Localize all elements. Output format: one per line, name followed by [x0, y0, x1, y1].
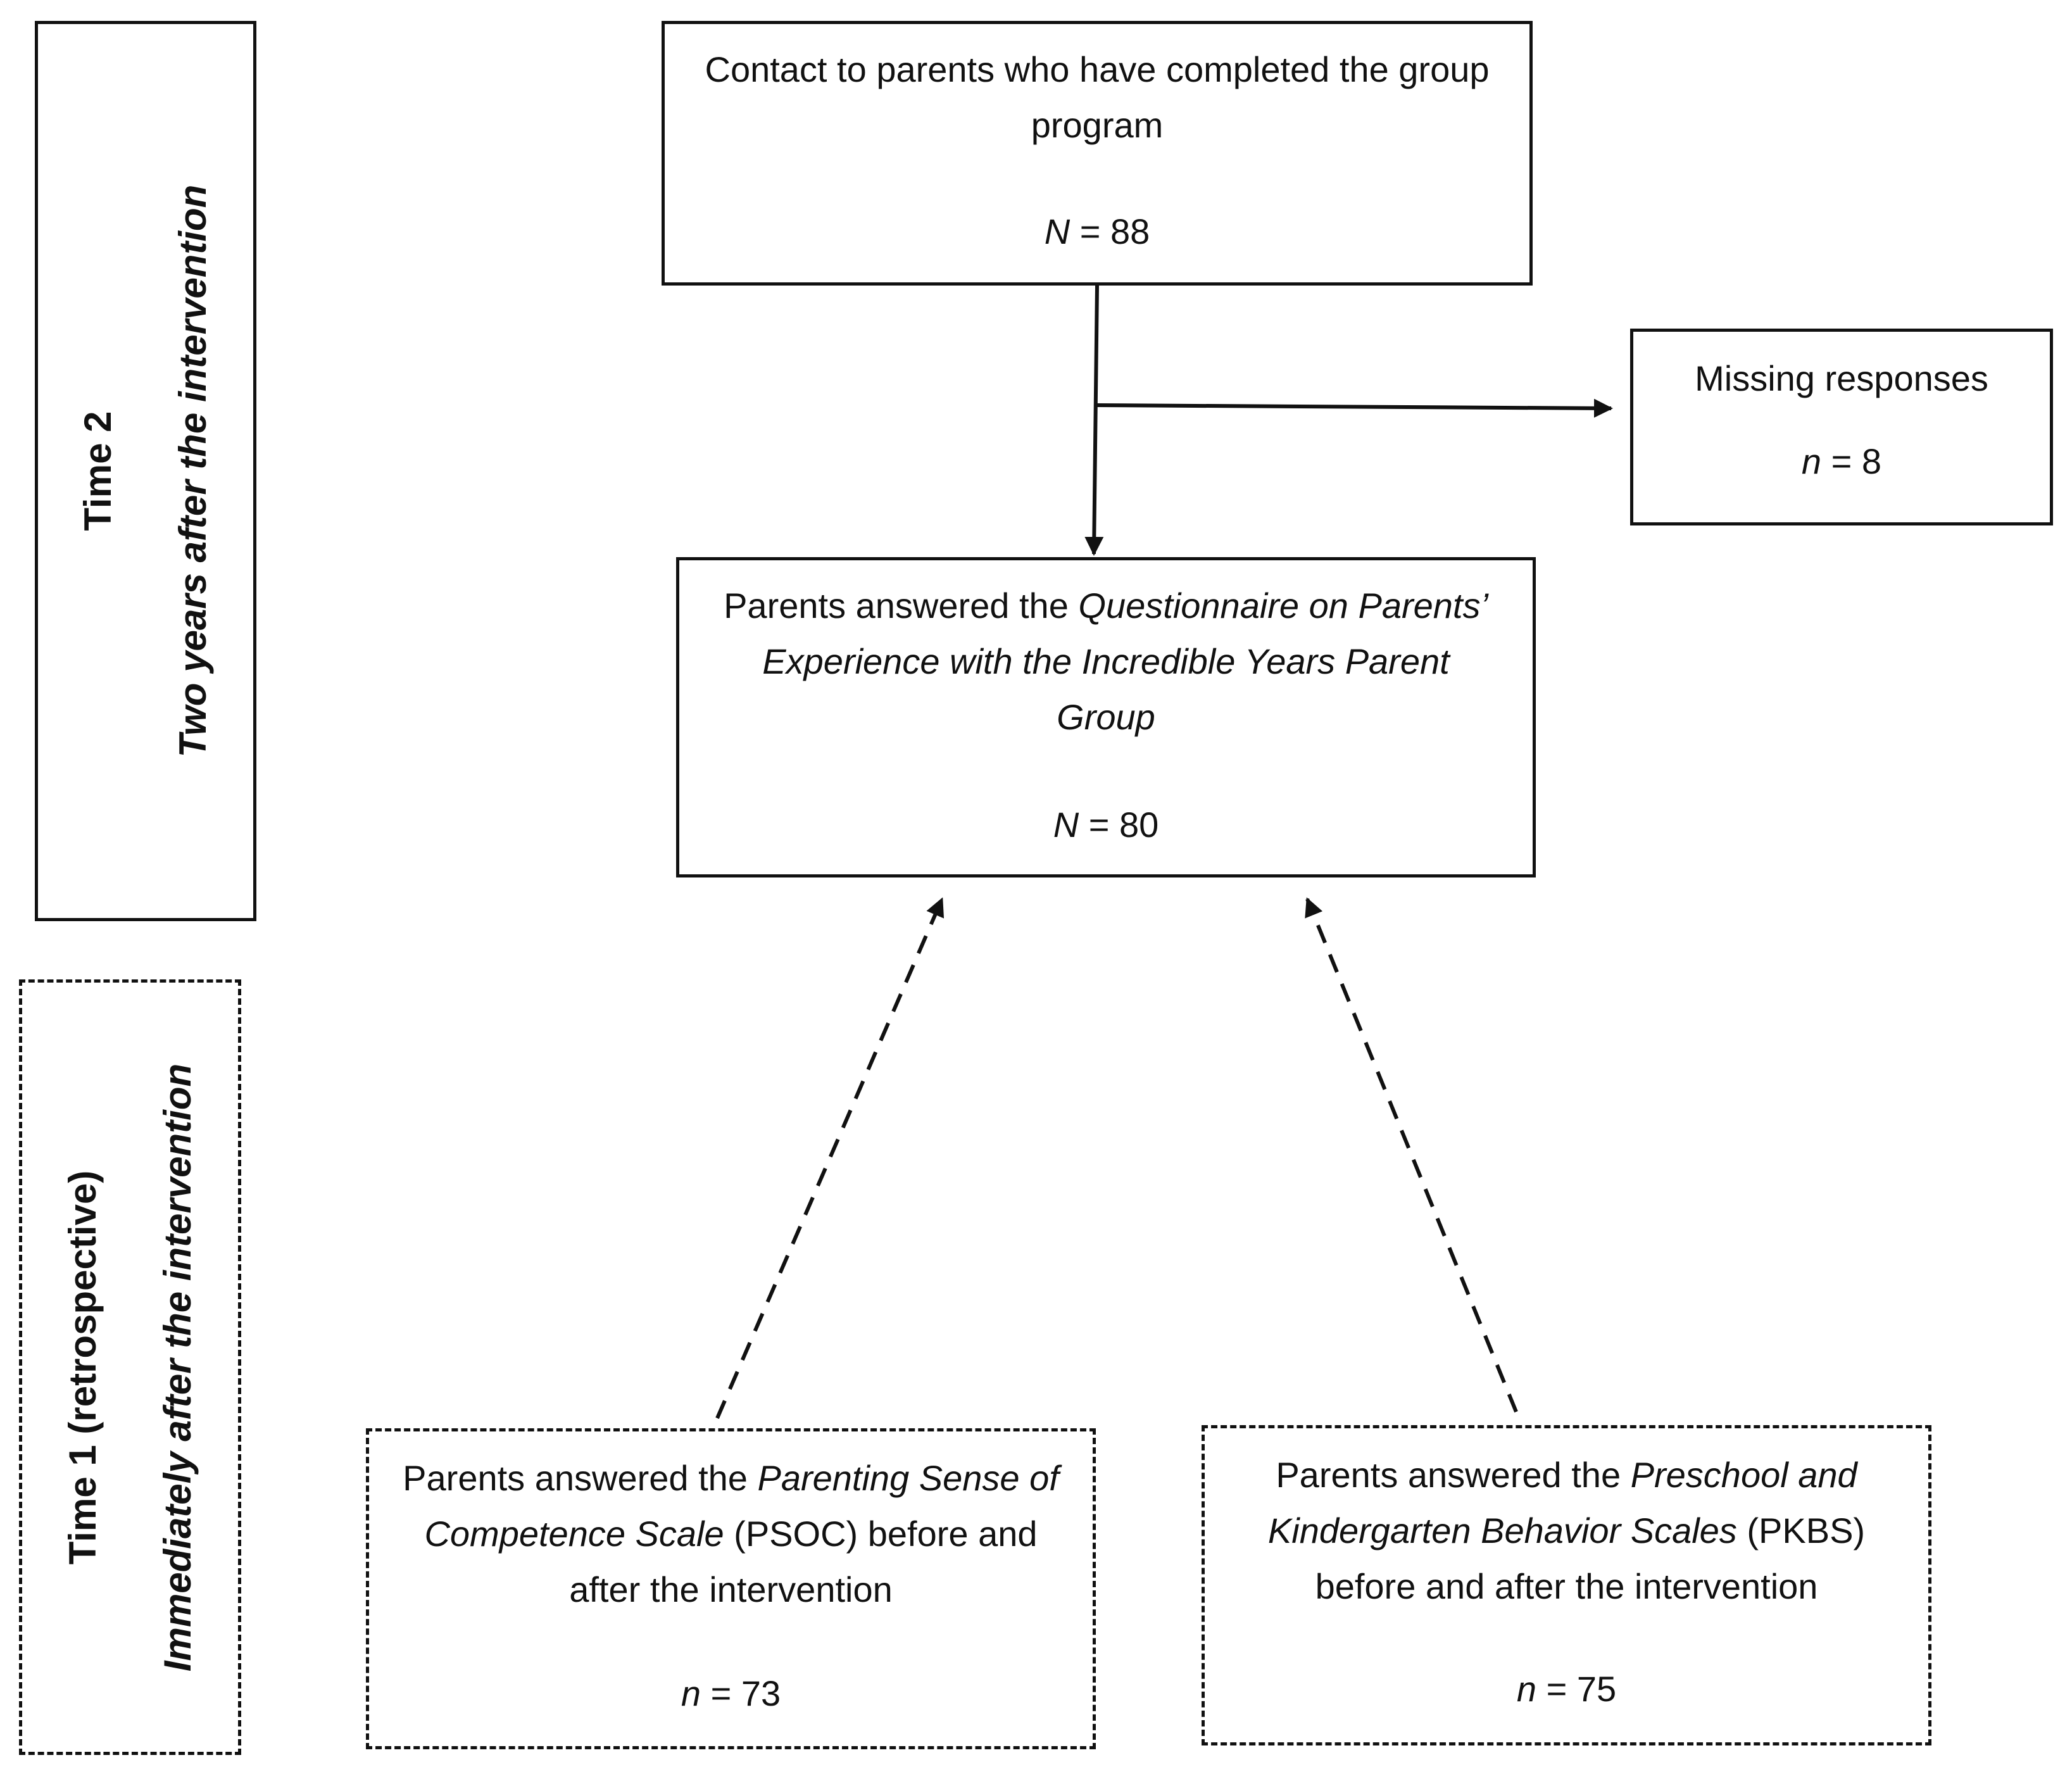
psoc-suffix: (PSOC) before and after the intervention — [569, 1514, 1038, 1609]
questionnaire-prefix: Parents answered the — [724, 586, 1079, 626]
psoc-scale-name: Parenting Sense of Competence Scale — [424, 1458, 1059, 1554]
questionnaire-n: N = 80 — [1053, 805, 1159, 845]
pkbs-n-label: n — [1516, 1669, 1537, 1709]
pkbs-text: Parents answered the Preschool and Kinde… — [1205, 1447, 1928, 1614]
questionnaire-box: Parents answered the Questionnaire on Pa… — [676, 557, 1536, 877]
arrow-to-missing — [1096, 398, 1613, 418]
questionnaire-title: Questionnaire on Parents’ Experience wit… — [762, 586, 1488, 737]
missing-n-value: 8 — [1861, 441, 1882, 481]
pkbs-box: Parents answered the Preschool and Kinde… — [1202, 1425, 1931, 1745]
time1-panel: Time 1 (retrospective) Immediately after… — [19, 979, 241, 1755]
contact-text: Contact to parents who have completed th… — [705, 49, 1490, 145]
psoc-text: Parents answered the Parenting Sense of … — [369, 1450, 1093, 1618]
pkbs-prefix: Parents answered the — [1276, 1455, 1631, 1495]
contact-box: Contact to parents who have completed th… — [662, 21, 1533, 286]
psoc-box: Parents answered the Parenting Sense of … — [366, 1428, 1096, 1749]
arrow-contact-to-questionnaire — [1084, 285, 1104, 556]
missing-box: Missing responses n = 8 — [1630, 329, 2053, 525]
contact-n-value: 88 — [1110, 211, 1150, 251]
psoc-prefix: Parents answered the — [403, 1458, 758, 1498]
pkbs-suffix: (PKBS) before and after the intervention — [1315, 1511, 1866, 1606]
missing-n-label: n — [1801, 441, 1822, 481]
psoc-n-value: 73 — [741, 1673, 781, 1713]
time2-panel: Time 2 Two years after the intervention — [35, 21, 256, 921]
pkbs-scale-name: Preschool and Kindergarten Behavior Scal… — [1267, 1455, 1857, 1550]
pkbs-n-value: 75 — [1576, 1669, 1617, 1709]
questionnaire-text: Parents answered the Questionnaire on Pa… — [679, 578, 1533, 745]
arrow-pkbs-to-questionnaire — [1305, 897, 1518, 1413]
psoc-n: n = 73 — [681, 1673, 781, 1713]
arrow-psoc-to-questionnaire — [715, 897, 945, 1419]
contact-n: N = 88 — [1044, 211, 1150, 251]
contact-n-label: N — [1044, 211, 1071, 251]
missing-n: n = 8 — [1801, 441, 1882, 481]
missing-text: Missing responses — [1695, 358, 1988, 398]
questionnaire-n-label: N — [1053, 805, 1079, 845]
psoc-n-label: n — [681, 1673, 701, 1713]
questionnaire-n-value: 80 — [1119, 805, 1159, 845]
pkbs-n: n = 75 — [1516, 1669, 1617, 1709]
